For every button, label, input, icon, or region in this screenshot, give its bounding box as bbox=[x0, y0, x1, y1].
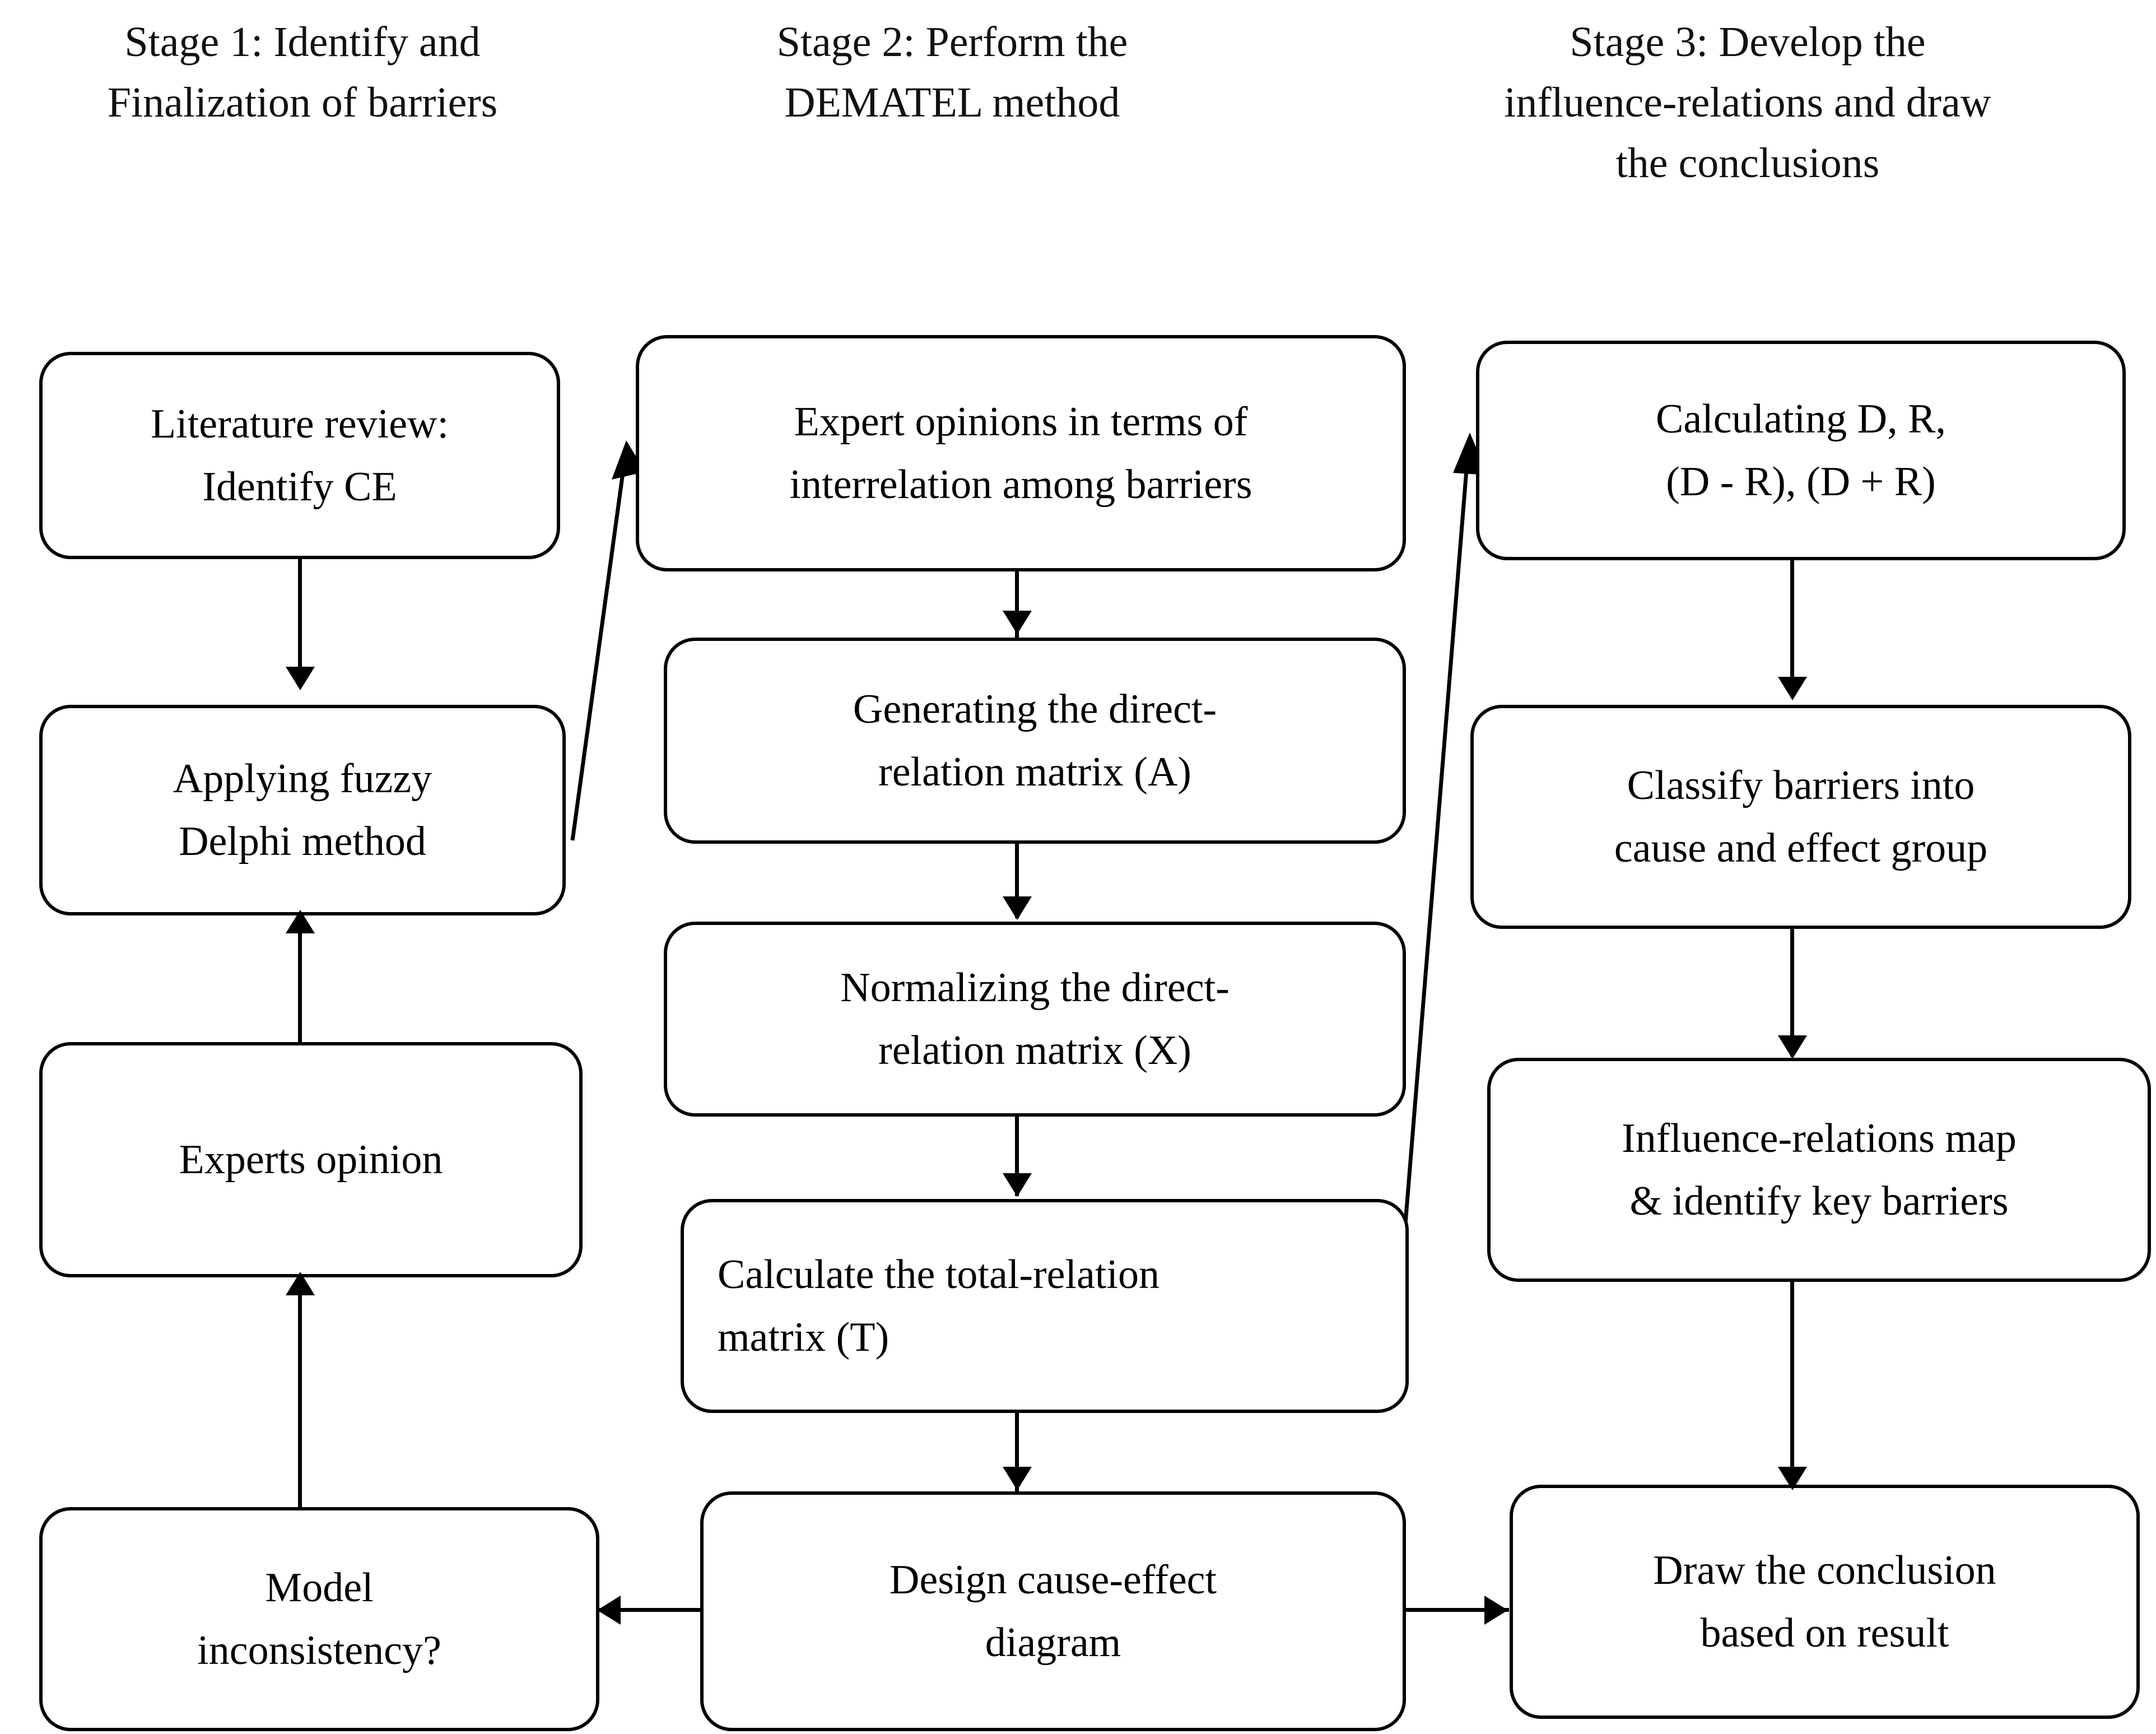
arrowhead-design-to-model bbox=[597, 1596, 621, 1625]
node-influence-relations-map-label: Influence-relations map & identify key b… bbox=[1622, 1115, 2017, 1224]
connector-total-to-design bbox=[1015, 1412, 1019, 1493]
node-calculating-d-r[interactable]: Calculating D, R, (D - R), (D + R) bbox=[1476, 341, 2126, 560]
node-generating-direct-relation-matrix-label: Generating the direct- relation matrix (… bbox=[853, 686, 1217, 795]
node-draw-conclusion[interactable]: Draw the conclusion based on result bbox=[1510, 1485, 2140, 1719]
node-experts-opinion-label: Experts opinion bbox=[179, 1136, 443, 1183]
arrowhead-generating-to-normalizing bbox=[1003, 896, 1032, 920]
node-model-inconsistency-label: Model inconsistency? bbox=[197, 1564, 441, 1673]
arrowhead-literature-to-delphi bbox=[286, 667, 315, 690]
connector-classify-to-influence bbox=[1790, 929, 1794, 1057]
node-influence-relations-map[interactable]: Influence-relations map & identify key b… bbox=[1487, 1058, 2151, 1282]
connector-design-to-draw bbox=[1403, 1608, 1509, 1612]
connector-calculating-to-classify bbox=[1790, 559, 1794, 696]
stage-2-heading: Stage 2: Perform the DEMATEL method bbox=[776, 18, 1128, 126]
node-applying-fuzzy-delphi-label: Applying fuzzy Delphi method bbox=[173, 755, 432, 864]
node-calculating-d-r-label: Calculating D, R, (D - R), (D + R) bbox=[1656, 396, 1946, 505]
arrowhead-expertopinions-to-generating bbox=[1003, 611, 1032, 634]
node-design-cause-effect-diagram[interactable]: Design cause-effect diagram bbox=[700, 1491, 1406, 1731]
node-expert-opinions-interrelation[interactable]: Expert opinions in terms of interrelatio… bbox=[636, 335, 1406, 571]
connector-influence-to-draw bbox=[1790, 1282, 1794, 1488]
stage-3-heading: Stage 3: Develop the influence-relations… bbox=[1504, 18, 1991, 187]
node-model-inconsistency[interactable]: Model inconsistency? bbox=[39, 1507, 599, 1731]
node-literature-review[interactable]: Literature review: Identify CE bbox=[39, 352, 560, 559]
node-calculate-total-relation-matrix[interactable]: Calculate the total-relation matrix (T) bbox=[681, 1199, 1409, 1413]
arrowhead-calculating-to-classify bbox=[1778, 677, 1807, 700]
connector-design-to-model bbox=[599, 1608, 706, 1612]
arrowhead-design-to-draw bbox=[1484, 1596, 1508, 1625]
arrowhead-influence-to-draw bbox=[1778, 1467, 1807, 1490]
connector-expertopinions-to-generating bbox=[1015, 571, 1019, 639]
arrowhead-total-to-design bbox=[1003, 1467, 1032, 1490]
connector-generating-to-normalizing bbox=[1015, 843, 1019, 918]
node-draw-conclusion-label: Draw the conclusion based on result bbox=[1653, 1547, 1996, 1656]
stage-1-heading: Stage 1: Identify and Finalization of ba… bbox=[107, 18, 498, 126]
node-experts-opinion[interactable]: Experts opinion bbox=[39, 1042, 583, 1277]
node-classify-barriers-label: Classify barriers into cause and effect … bbox=[1614, 762, 1988, 871]
node-normalizing-direct-relation-matrix-label: Normalizing the direct- relation matrix … bbox=[840, 964, 1230, 1073]
node-literature-review-label: Literature review: Identify CE bbox=[150, 401, 449, 510]
node-applying-fuzzy-delphi[interactable]: Applying fuzzy Delphi method bbox=[39, 705, 566, 915]
node-normalizing-direct-relation-matrix[interactable]: Normalizing the direct- relation matrix … bbox=[664, 922, 1406, 1117]
arrowhead-normalizing-to-total bbox=[1003, 1173, 1032, 1197]
connector-literature-to-delphi bbox=[298, 559, 302, 681]
arrowhead-model-to-experts bbox=[286, 1272, 315, 1295]
node-classify-barriers[interactable]: Classify barriers into cause and effect … bbox=[1470, 705, 2131, 929]
node-generating-direct-relation-matrix[interactable]: Generating the direct- relation matrix (… bbox=[664, 638, 1406, 844]
node-expert-opinions-interrelation-label: Expert opinions in terms of interrelatio… bbox=[789, 398, 1252, 508]
node-calculate-total-relation-matrix-label: Calculate the total-relation matrix (T) bbox=[718, 1251, 1160, 1360]
connector-experts-to-delphi bbox=[298, 914, 302, 1042]
arrowhead-classify-to-influence bbox=[1778, 1035, 1807, 1059]
arrowhead-experts-to-delphi bbox=[286, 910, 315, 933]
node-design-cause-effect-diagram-label: Design cause-effect diagram bbox=[889, 1556, 1217, 1666]
connector-model-to-experts bbox=[298, 1276, 302, 1573]
connector-normalizing-to-total bbox=[1015, 1115, 1019, 1196]
